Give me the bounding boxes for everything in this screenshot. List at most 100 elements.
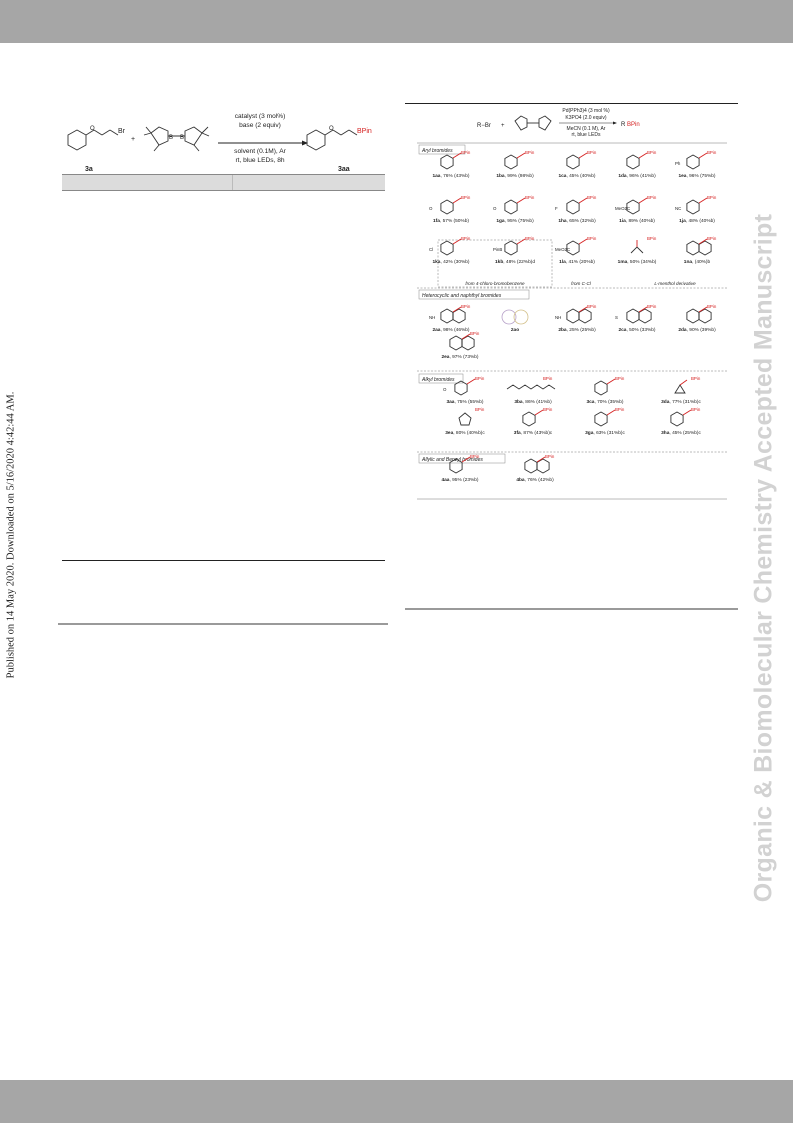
substituent-2ba: NH	[555, 315, 561, 320]
substrate-scope-scheme: R−Br + Pd(PPh3)4 (3 mol %) K3PO4 (2.0 eq…	[417, 108, 727, 500]
compound-1kb: PinB BPin 1kb, 48% (22%b)d	[493, 236, 535, 265]
header-base: K3PO4 (2.0 equiv)	[565, 115, 606, 121]
bpin-1ma: BPin	[647, 236, 657, 241]
bpin-1ca: BPin	[587, 150, 597, 155]
label-1ka: 1ka, 42% (30%b)	[432, 259, 469, 265]
c-b-bond	[452, 238, 462, 245]
label-1fa: 1fa, 57% (50%b)	[433, 218, 469, 224]
substituent-1fa: O	[429, 206, 433, 211]
c-b-bond	[638, 306, 648, 313]
substituent-1ea: Ph	[675, 161, 681, 166]
label-3ha: 3ha, 45% (25%b)c	[661, 430, 701, 436]
compound-4ba: BPin 4ba, 76% (42%b)	[516, 454, 555, 483]
condition-irradiation: rt, blue LEDs, 8h	[235, 157, 284, 164]
ring	[626, 154, 640, 170]
bpin-1ja: BPin	[707, 195, 717, 200]
ring	[594, 411, 608, 427]
label-2ea: 2ea, 97% (73%b)	[441, 354, 478, 360]
table-bottom-rule	[62, 560, 385, 561]
ring	[524, 458, 538, 474]
c-b-bond	[461, 456, 471, 463]
isopropyl-group	[630, 246, 644, 254]
label-3ca: 3ca, 70% (35%b)	[586, 399, 623, 405]
ring	[504, 154, 518, 170]
fused-ring	[698, 240, 712, 256]
bpin-3fa: BPin	[543, 407, 553, 412]
bpin-4ba: BPin	[545, 454, 555, 459]
label-3ga: 3ga, 63% (31%b)c	[585, 430, 625, 436]
header-plus: +	[501, 123, 505, 129]
condition-solvent: solvent (0.1M), Ar	[234, 148, 286, 155]
publication-notice: Published on 14 May 2020. Downloaded on …	[5, 391, 17, 679]
label-3fa: 3fa, 87% (43%b)c	[514, 430, 553, 436]
product-label: 3aa	[338, 166, 350, 173]
label-2ba: 2ba, 25% (25%b)	[558, 327, 596, 333]
c-b-bond	[698, 152, 708, 159]
section-title-alkyl: Alkyl bromides	[421, 377, 455, 383]
substituent-1ga: O	[493, 206, 497, 211]
fused-ring	[578, 308, 592, 324]
c-b-bond	[698, 238, 708, 245]
substituent-1ka: Cl	[429, 247, 433, 252]
note-chloro: from 4-chloro-bromobenzene	[465, 281, 525, 286]
bpin-3aa: BPin	[475, 376, 485, 381]
publication-sidebar: Published on 14 May 2020. Downloaded on …	[2, 380, 20, 690]
fused-ring	[452, 308, 466, 324]
ring	[440, 308, 454, 324]
substituent-1kb: PinB	[493, 247, 502, 252]
right-column-rule	[405, 608, 738, 610]
reactant-rbr: R−Br	[477, 123, 491, 129]
c-b-bond	[638, 152, 648, 159]
ring	[449, 458, 463, 474]
condition-base: base (2 equiv)	[239, 122, 281, 129]
bpin-2ca: BPin	[647, 304, 657, 309]
bpin-2ea: BPin	[470, 331, 480, 336]
bpin-3ga: BPin	[615, 407, 625, 412]
bpin-3ea: BPin	[475, 407, 485, 412]
label-1ea: 1ea, 96% (75%b)	[678, 173, 715, 179]
label-4ba: 4ba, 76% (42%b)	[516, 477, 554, 483]
note-menthol: L-menthol derivative	[654, 281, 696, 286]
ring	[522, 411, 536, 427]
left-column-rule	[58, 623, 388, 625]
ring	[594, 380, 608, 396]
c-b-bond	[679, 379, 688, 386]
substituent-1ja: NC	[675, 206, 681, 211]
bpin-1ia: BPin	[647, 195, 657, 200]
label-3ba: 3ba, 86% (41%b)	[514, 399, 552, 405]
label-1ja: 1ja, 48% (40%b)	[679, 218, 715, 224]
ring	[566, 308, 580, 324]
bpin-4aa: BPin	[470, 454, 480, 459]
bpin-1kb: BPin	[525, 236, 535, 241]
reactant-3a-structure: O Br 3a	[67, 126, 126, 173]
section-title-heterocyclic: Heterocyclic and naphthyl bromides	[422, 293, 502, 299]
c-b-bond	[698, 197, 708, 204]
substituent-1ha: F	[555, 206, 558, 211]
ring	[626, 308, 640, 324]
section-title-allylic: Allylic and Benzyl bromides	[421, 457, 483, 463]
section-title-aryl: Aryl bromides	[421, 148, 453, 154]
c-b-bond	[516, 238, 526, 245]
compound-2ao: 2ao	[501, 309, 529, 333]
c-b-bond	[578, 306, 588, 313]
general-reaction: R−Br + Pd(PPh3)4 (3 mol %) K3PO4 (2.0 eq…	[477, 108, 640, 138]
section-heterocyclic: Heterocyclic and naphthyl bromides	[418, 289, 530, 300]
bpin-1aa: BPin	[461, 150, 471, 155]
cluster-icon	[513, 309, 529, 325]
c-b-bond	[578, 238, 588, 245]
label-1kb: 1kb, 48% (22%b)d	[495, 259, 535, 265]
label-1ma: 1ma, 50% (34%b)	[618, 259, 657, 265]
label-1aa: 1aa, 76% (43%b)	[432, 173, 469, 179]
bpin-1ba: BPin	[525, 150, 535, 155]
compound-1ma: BPin 1ma, 50% (34%b)	[618, 236, 657, 265]
label-3ea: 3ea, 80% (40%b)c	[445, 430, 485, 436]
c-b-bond	[461, 333, 471, 340]
